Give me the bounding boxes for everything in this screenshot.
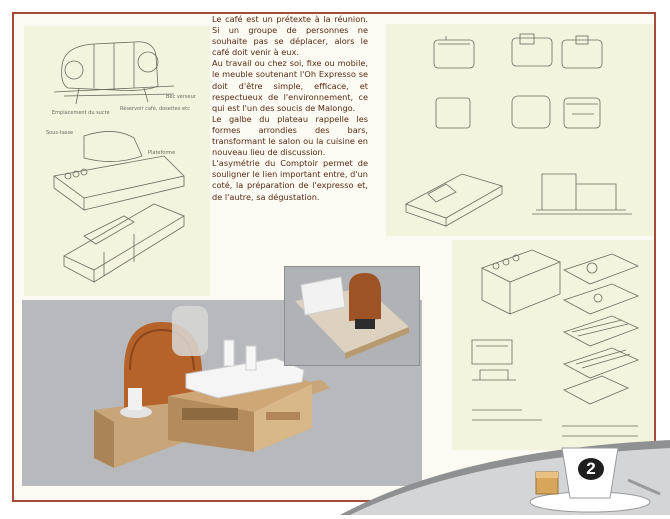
sketch-right-top-drawing — [405, 33, 632, 227]
render-main-drawing — [94, 306, 330, 468]
sketch-panel-right-top — [386, 24, 654, 236]
corner-card-drawing — [340, 440, 670, 515]
sketch-note-reservoir: Réservoir café, dosettes etc — [120, 105, 190, 112]
story-paragraph: L'asymétrie du Comptoir permet de soulig… — [212, 158, 368, 202]
sketch-right-bottom-drawing — [471, 249, 640, 437]
story-paragraph: Le galbe du plateau rappelle les formes … — [212, 113, 368, 158]
page-number-badge: 2 — [578, 458, 604, 480]
story-text: Le café est un prétexte à la réunion. Si… — [212, 14, 368, 203]
sketch-panel-left: Emplacement du sucre Réservoir café, dos… — [24, 26, 210, 296]
corner-card: 2 — [340, 440, 670, 515]
render-small — [284, 266, 420, 366]
story-paragraph: Le café est un prétexte à la réunion. Si… — [212, 14, 368, 58]
render-small-drawing — [295, 273, 409, 359]
sketch-note-spout: Bec verseur — [166, 94, 197, 100]
story-paragraph: Au travail ou chez soi, fixe ou mobile, … — [212, 58, 368, 113]
sketch-note-saucer: Sous-tasse — [46, 130, 73, 136]
sketch-note-platform: Plateforme — [148, 150, 175, 156]
sketch-panel-right-bottom — [452, 240, 654, 450]
sketch-note-sugar: Emplacement du sucre — [52, 110, 110, 116]
sketch-left-drawing: Emplacement du sucre Réservoir café, dos… — [46, 41, 197, 283]
